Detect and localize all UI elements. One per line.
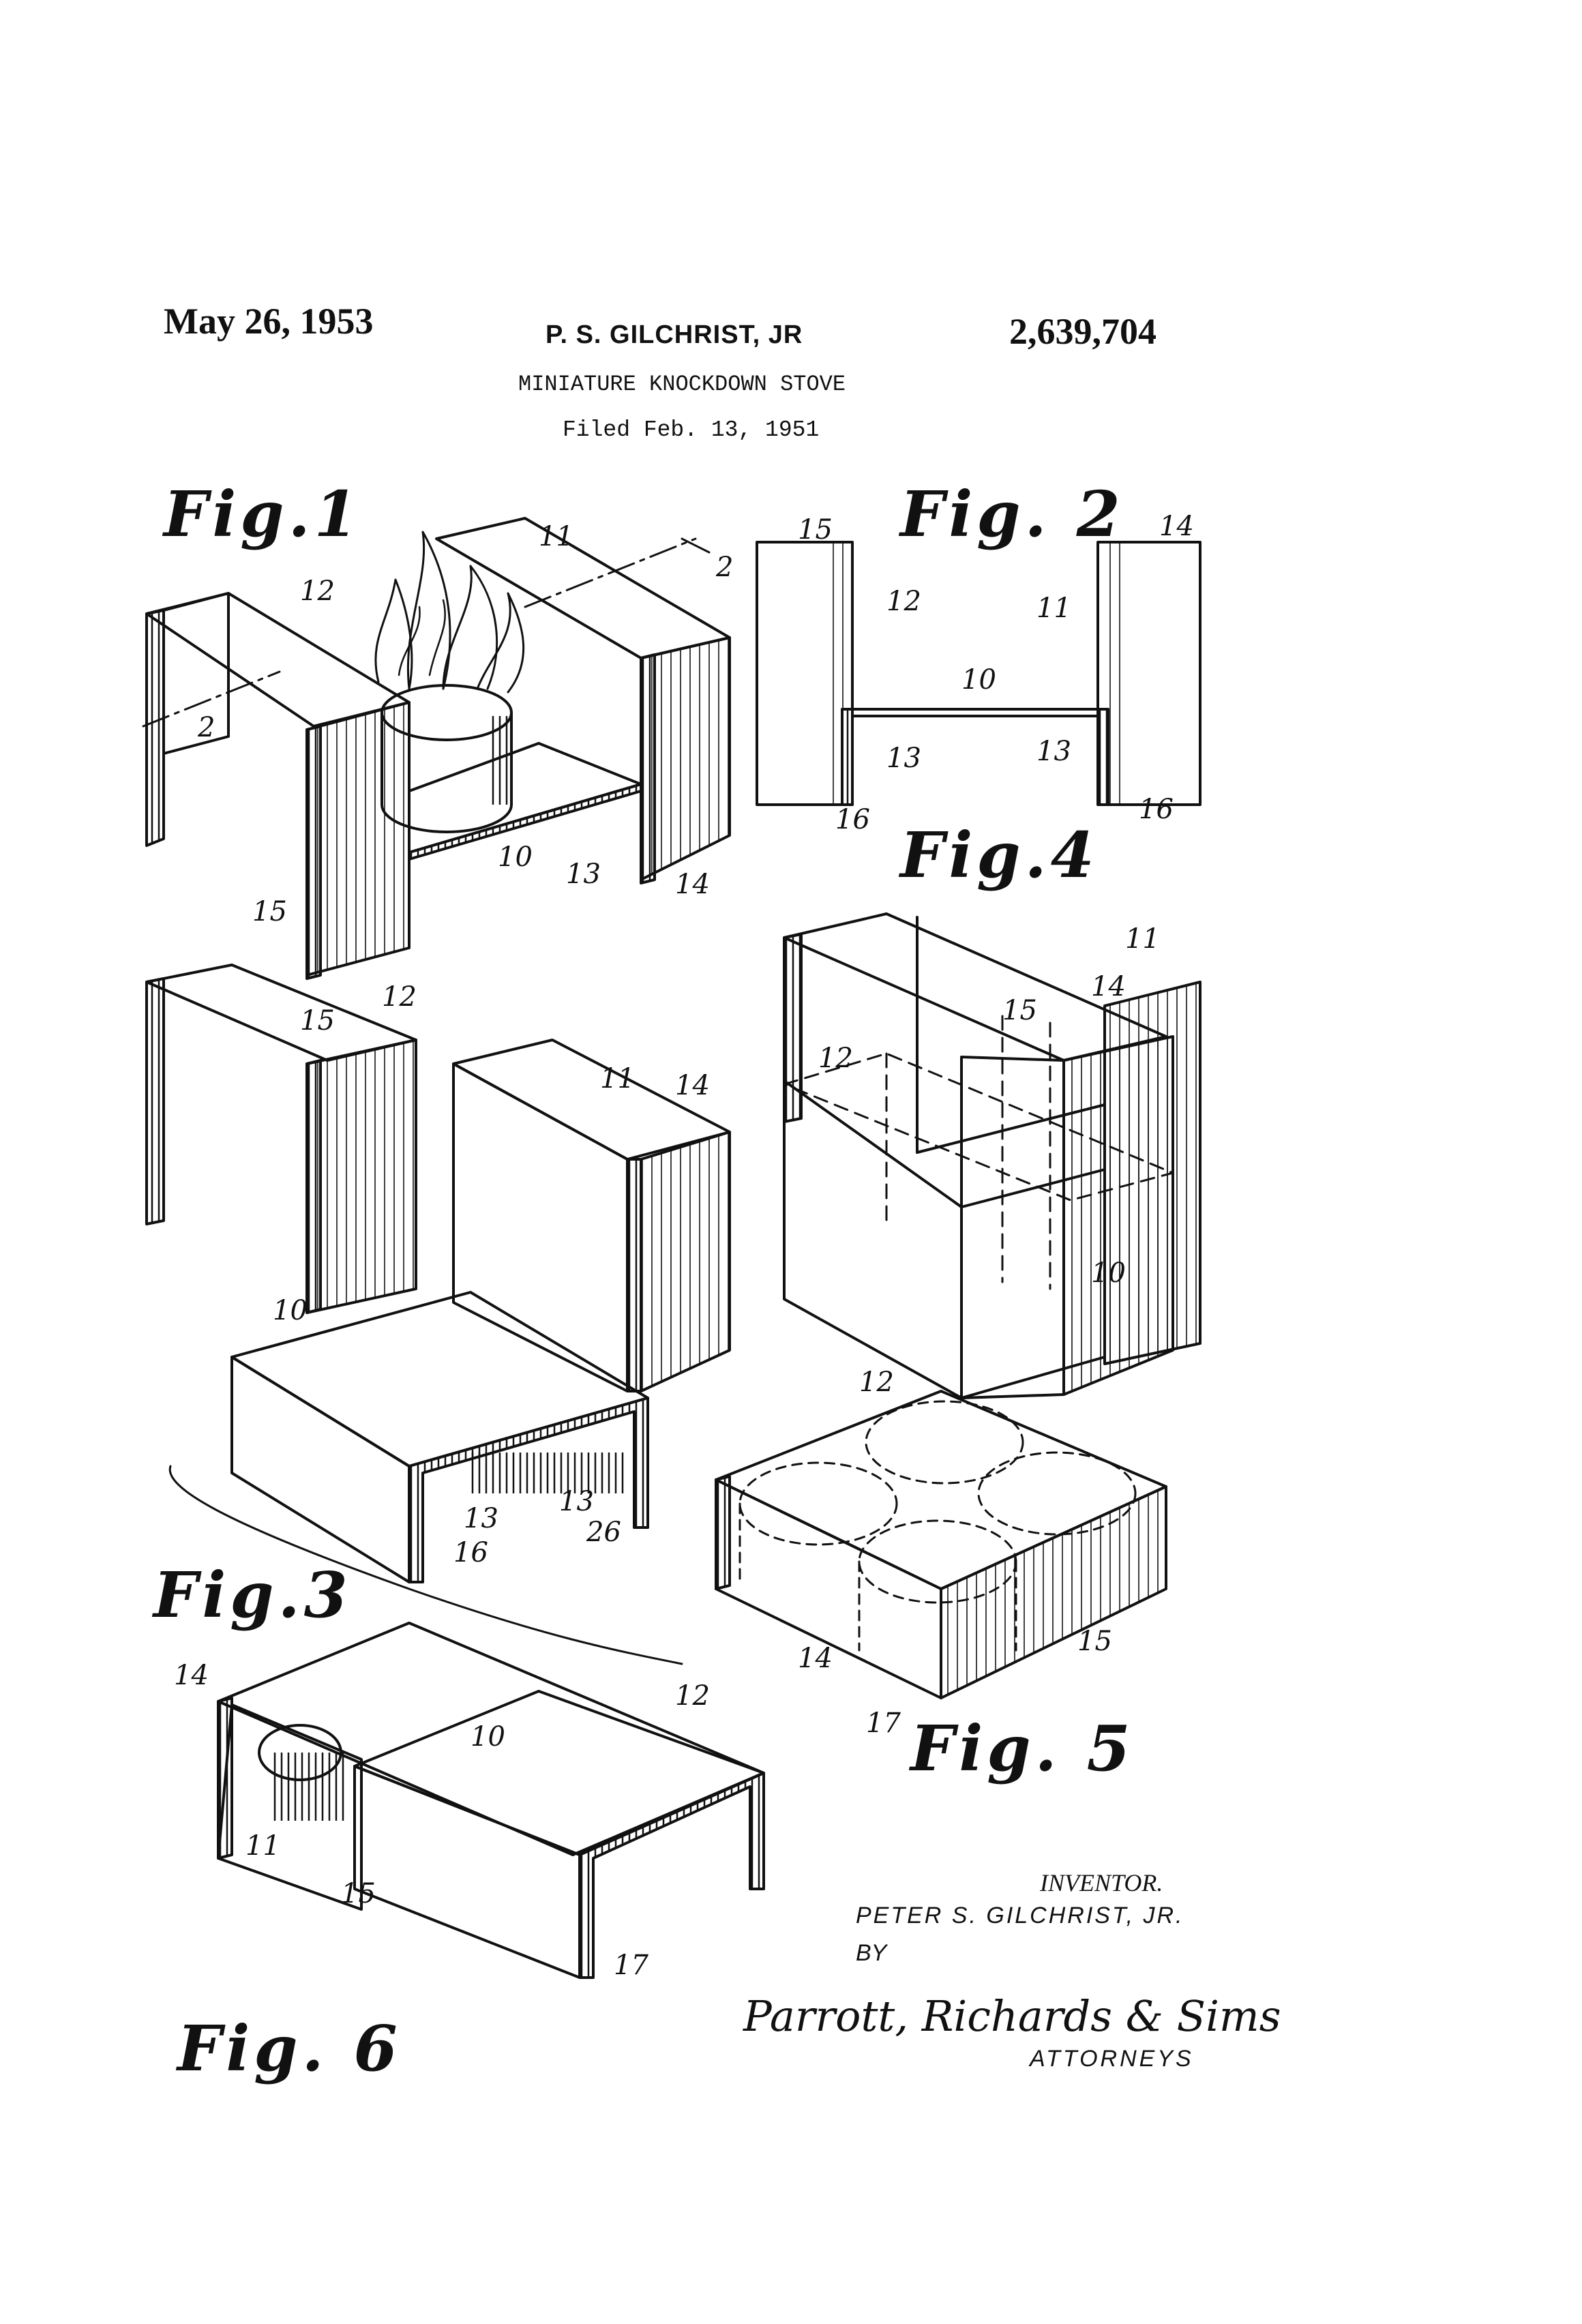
- svg-text:17: 17: [866, 1708, 901, 1739]
- fig2-label: Fig. 2: [900, 477, 1124, 551]
- fig5-ref-numerals: 12 14 15 17: [798, 1367, 1112, 1739]
- svg-text:11: 11: [539, 521, 573, 552]
- svg-text:15: 15: [341, 1878, 376, 1909]
- svg-text:15: 15: [1002, 995, 1037, 1026]
- fig4-drawing: 11 12 15 14 10: [783, 912, 1202, 1399]
- filed-date: Filed Feb. 13, 1951: [563, 417, 820, 443]
- svg-text:12: 12: [382, 981, 417, 1013]
- svg-text:14: 14: [675, 869, 710, 900]
- svg-text:11: 11: [600, 1063, 635, 1094]
- svg-text:14: 14: [675, 1070, 710, 1101]
- svg-text:15: 15: [252, 896, 287, 927]
- svg-text:2: 2: [197, 712, 215, 743]
- svg-text:10: 10: [273, 1295, 308, 1326]
- svg-text:10: 10: [961, 664, 996, 696]
- fig3-ref-numerals: 12 15 11 14 10 13 13 16 26: [273, 981, 710, 1568]
- svg-text:13: 13: [1036, 736, 1071, 767]
- svg-text:15: 15: [300, 1005, 335, 1037]
- inventor-label: INVENTOR.: [1040, 1869, 1163, 1896]
- fig4-ref-numerals: 11 12 15 14 10: [818, 923, 1160, 1289]
- svg-text:2: 2: [715, 552, 733, 583]
- svg-text:15: 15: [798, 514, 833, 546]
- fig5-drawing: 12 14 15 17: [715, 1367, 1167, 1739]
- attorney-signature: Parrott, Richards & Sims: [743, 1991, 1281, 2041]
- svg-text:16: 16: [453, 1537, 488, 1568]
- fig3-drawing: 12 15 11 14 10 13 13 16 26: [145, 964, 731, 1665]
- inventor-header: P. S. GILCHRIST, JR: [546, 321, 803, 349]
- svg-text:13: 13: [566, 859, 601, 890]
- fig4-label: Fig.4: [900, 818, 1099, 892]
- fig1-label: Fig.1: [164, 477, 362, 551]
- svg-text:12: 12: [675, 1680, 710, 1712]
- svg-text:12: 12: [859, 1367, 894, 1398]
- fig2-drawing: 15 12 14 11 10 13 13 16 16: [756, 511, 1202, 835]
- svg-text:14: 14: [1091, 971, 1126, 1002]
- fig6-label: Fig. 6: [177, 2012, 402, 2085]
- svg-text:15: 15: [1077, 1626, 1112, 1657]
- svg-text:11: 11: [1036, 593, 1071, 624]
- svg-text:11: 11: [1125, 923, 1160, 955]
- svg-text:13: 13: [886, 743, 921, 774]
- inventor-name: PETER S. GILCHRIST, JR.: [856, 1903, 1184, 1928]
- by-label: BY: [856, 1940, 887, 1966]
- patent-date: May 26, 1953: [164, 301, 374, 342]
- fig1-drawing: 11 12 2 2 10 13 14 15: [142, 517, 733, 980]
- svg-text:10: 10: [471, 1721, 505, 1753]
- svg-text:14: 14: [1159, 511, 1194, 542]
- attorneys-label: ATTORNEYS: [1030, 2046, 1194, 2072]
- svg-text:14: 14: [798, 1643, 833, 1674]
- svg-text:16: 16: [1139, 794, 1174, 825]
- svg-text:12: 12: [818, 1043, 853, 1074]
- svg-text:12: 12: [886, 586, 921, 617]
- svg-text:14: 14: [174, 1660, 209, 1691]
- fig3-label: Fig.3: [153, 1558, 352, 1632]
- fig5-label: Fig. 5: [910, 1712, 1135, 1785]
- svg-text:13: 13: [464, 1503, 498, 1534]
- svg-text:26: 26: [586, 1517, 621, 1548]
- svg-text:10: 10: [1091, 1257, 1126, 1289]
- fig6-ref-numerals: 14 12 10 11 15 17: [174, 1660, 710, 1981]
- svg-text:11: 11: [245, 1830, 280, 1862]
- patent-number: 2,639,704: [1009, 311, 1156, 352]
- fig2-ref-numerals: 15 12 14 11 10 13 13 16 16: [798, 511, 1194, 835]
- fig6-drawing: 14 12 10 11 15 17: [174, 1622, 765, 1981]
- svg-text:17: 17: [614, 1950, 648, 1981]
- patent-title: MINIATURE KNOCKDOWN STOVE: [518, 372, 846, 397]
- svg-text:12: 12: [300, 576, 335, 607]
- svg-text:16: 16: [835, 804, 870, 835]
- svg-text:13: 13: [559, 1486, 594, 1517]
- fig1-ref-numerals: 11 12 2 2 10 13 14 15: [197, 521, 733, 927]
- svg-text:10: 10: [498, 841, 533, 873]
